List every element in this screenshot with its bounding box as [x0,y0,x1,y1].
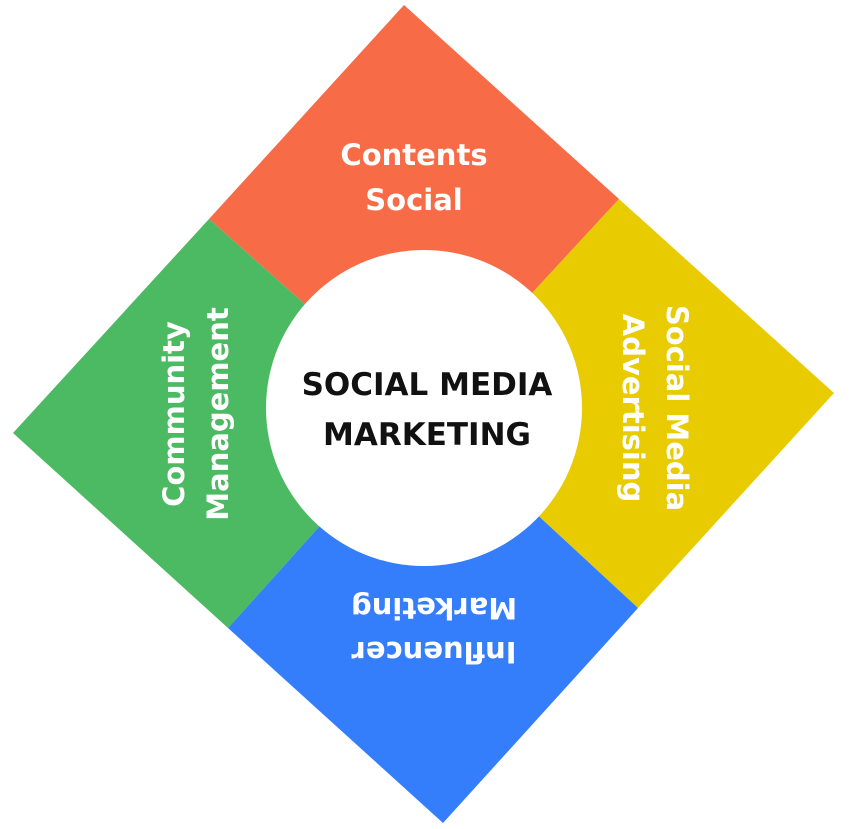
center-title-line-1: SOCIAL MEDIA [302,367,553,403]
label-influencer: Influencer [351,635,517,669]
label-management: Management [201,307,235,521]
label-social-media: Social Media [660,305,694,511]
label-marketing: Marketing [351,591,517,625]
center-title-line-2: MARKETING [323,417,531,453]
label-social: Social [365,183,462,217]
label-community: Community [157,321,191,507]
center-circle [266,250,582,566]
label-contents: Contents [340,138,487,172]
label-advertising: Advertising [616,314,650,503]
